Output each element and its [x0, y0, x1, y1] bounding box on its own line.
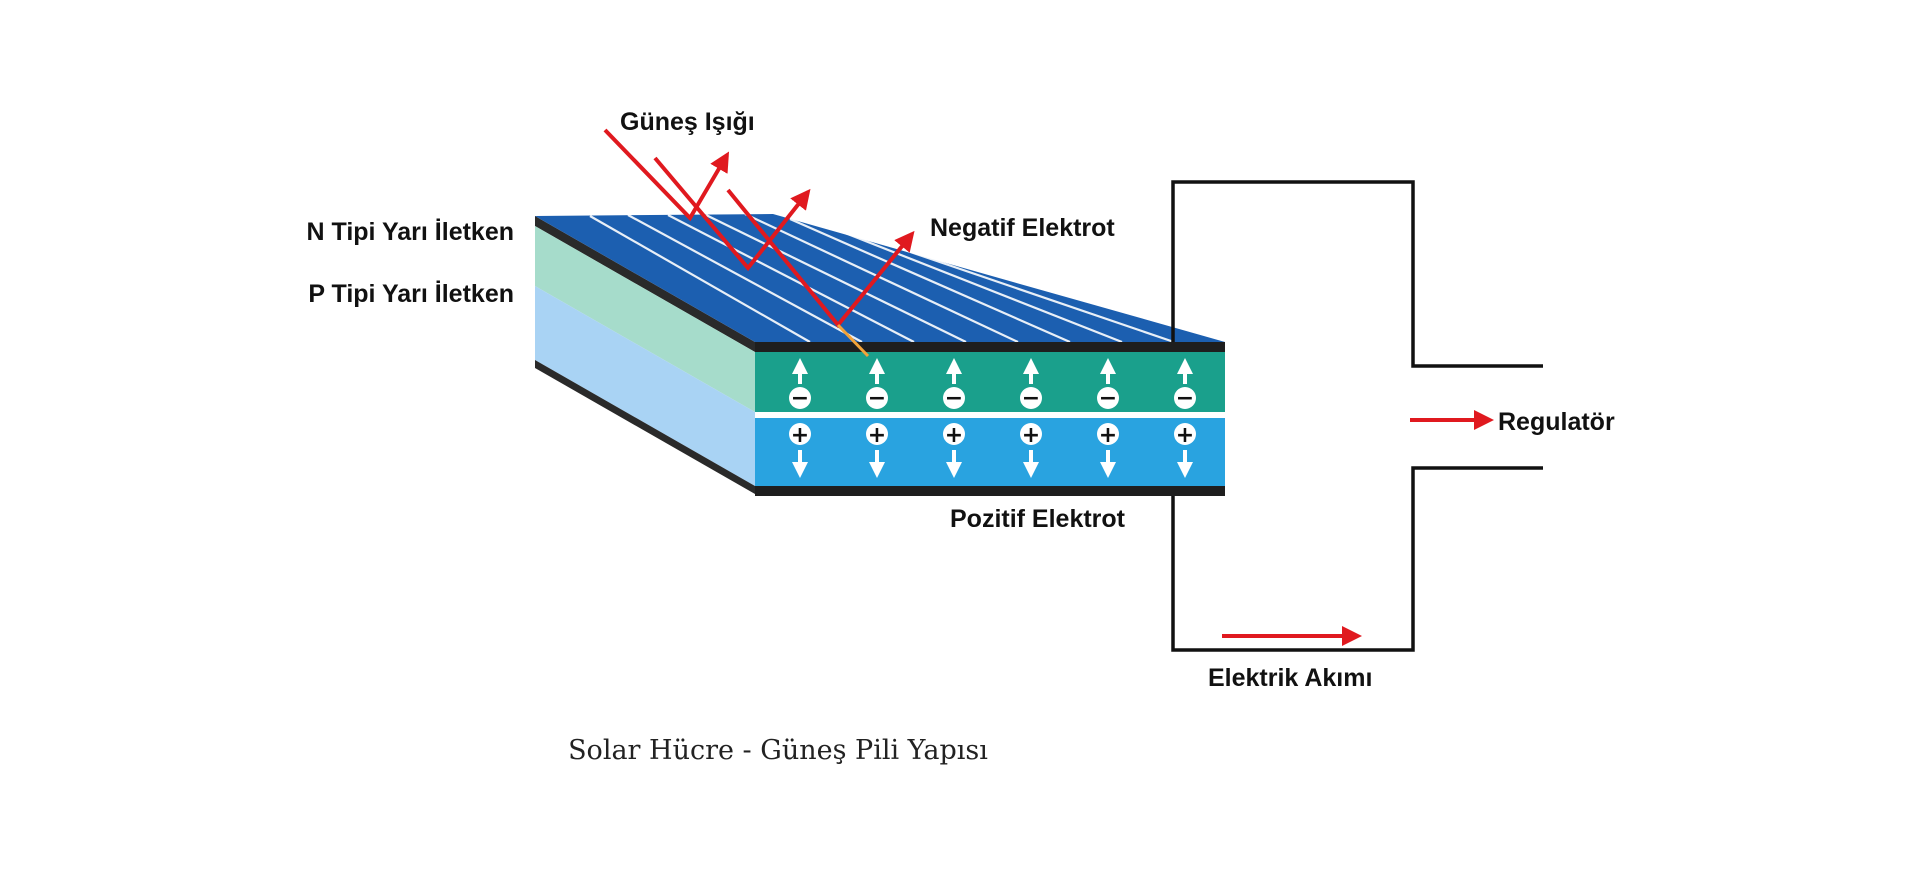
current-label: Elektrik Akımı	[1208, 664, 1372, 692]
positive-electrode-bar	[755, 486, 1225, 496]
electron-marker: −	[866, 358, 888, 411]
wire-bottom	[1171, 466, 1543, 652]
positive-electrode-label: Pozitif Elektrot	[950, 505, 1126, 533]
circuit-wire	[1171, 180, 1543, 652]
hole-marker: +	[866, 423, 888, 478]
hole-markers: + + + + + +	[789, 423, 1196, 478]
light-ray-transmitted	[836, 323, 870, 358]
plus-sign: +	[1022, 423, 1040, 448]
diagram-caption: Solar Hücre - Güneş Pili Yapısı	[568, 735, 988, 766]
hole-circle	[1174, 423, 1196, 445]
bottom-edge-band	[535, 360, 755, 494]
light-ray-1	[603, 128, 730, 222]
cell-block-front	[755, 342, 1225, 496]
hole-circle	[1020, 423, 1042, 445]
plus-sign: +	[868, 423, 886, 448]
electron-markers: −−−−−−	[789, 358, 1196, 411]
minus-sign: −	[791, 386, 809, 411]
electron-circle	[1020, 387, 1042, 409]
hole-marker: +	[1097, 423, 1119, 478]
minus-sign: −	[1099, 386, 1117, 411]
plus-sign: +	[1099, 423, 1117, 448]
hole-marker: +	[1020, 423, 1042, 478]
panel-grid-lines	[589, 213, 1175, 344]
hole-marker: +	[943, 423, 965, 478]
light-ray-2	[653, 156, 811, 272]
electron-circle	[1097, 387, 1119, 409]
hole-circle	[1097, 423, 1119, 445]
electron-circle	[866, 387, 888, 409]
electron-marker: −	[1097, 358, 1119, 411]
negative-electrode-label: Negatif Elektrot	[930, 214, 1115, 242]
electron-marker: −	[789, 358, 811, 411]
plus-sign: +	[791, 423, 809, 448]
electron-circle	[943, 387, 965, 409]
minus-sign: −	[945, 386, 963, 411]
sunlight-rays	[603, 128, 915, 358]
hole-circle	[943, 423, 965, 445]
electron-marker: −	[1020, 358, 1042, 411]
sunlight-label: Güneş Işığı	[620, 108, 755, 136]
wire-top	[1171, 180, 1543, 368]
n-type-layer	[755, 352, 1225, 412]
hole-marker: +	[1174, 423, 1196, 478]
n-layer-side-face	[535, 226, 755, 412]
hole-circle	[789, 423, 811, 445]
plus-sign: +	[945, 423, 963, 448]
electron-circle	[789, 387, 811, 409]
plus-sign: +	[1176, 423, 1194, 448]
minus-sign: −	[868, 386, 886, 411]
negative-electrode-bar	[755, 342, 1225, 352]
p-type-label: P Tipi Yarı İletken	[308, 280, 514, 308]
minus-sign: −	[1176, 386, 1194, 411]
p-layer-side-face	[535, 286, 755, 486]
minus-sign: −	[1022, 386, 1040, 411]
electron-circle	[1174, 387, 1196, 409]
hole-circle	[866, 423, 888, 445]
cell-block-side	[535, 216, 755, 494]
regulator-label: Regulatör	[1498, 408, 1615, 436]
electron-marker: −	[1174, 358, 1196, 411]
n-type-label: N Tipi Yarı İletken	[307, 218, 515, 246]
top-edge-band	[535, 216, 755, 352]
p-type-layer	[755, 418, 1225, 486]
hole-marker: +	[789, 423, 811, 478]
junction-line	[755, 412, 1225, 418]
electron-marker: −	[943, 358, 965, 411]
